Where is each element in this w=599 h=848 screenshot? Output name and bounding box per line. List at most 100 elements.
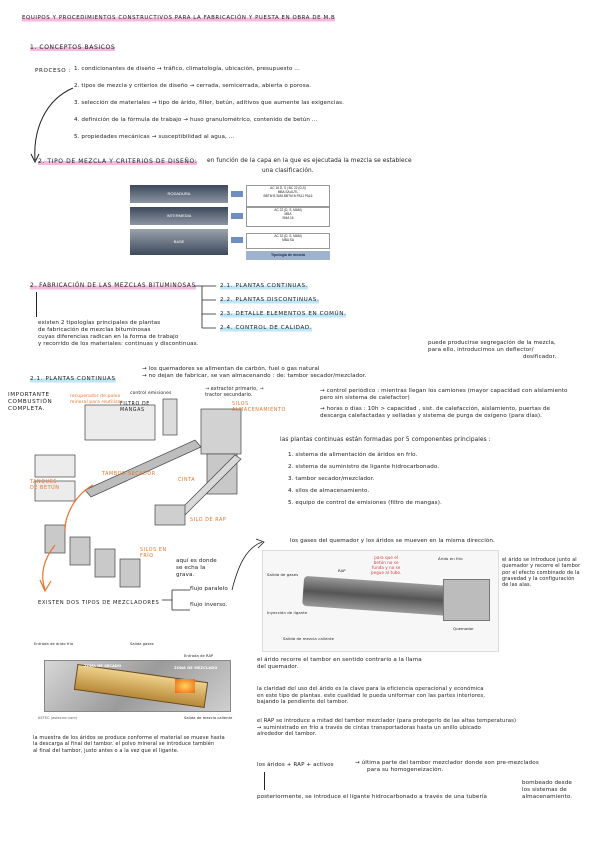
section-3-intro: existen 2 tipologías principales de plan…: [38, 320, 199, 348]
mix-box-base: AC 32 (D, S, MAM) MBA SA: [246, 233, 330, 249]
parallel-flow-arrow: [231, 538, 265, 591]
process-arrow: [30, 87, 74, 164]
orange-arrow-icon: [39, 579, 52, 593]
caption-line: la descarga al final del tambor. el polv…: [33, 741, 215, 748]
drum-body: [302, 575, 454, 617]
note-line: bajando la pendiente del tambor.: [257, 699, 349, 706]
label-silo-rap: silo de RAP: [190, 518, 227, 523]
note-line: en este tipo de plantas. este cualidad l…: [257, 692, 485, 699]
parallel-flow-drum-figure: Salida de gases RAP Árido en frío Inyecc…: [262, 550, 499, 652]
label-salida-mezcla: Salida de mezcla caliente: [283, 636, 335, 641]
mix-box-intermedia: AC 22 (D, S, MAM) MBA SMA 16: [246, 207, 330, 227]
red-note-line: pegue al tubo.: [371, 570, 402, 575]
note-line: bombeado desde: [522, 780, 572, 786]
caption-line: al final del tambor, justo antes o a la …: [33, 747, 179, 754]
storage-silos: [200, 408, 242, 455]
mix-box-rodadura: AC 16 D, S | BC 22 (D,S) MBA SA AUTL BBT…: [246, 185, 330, 207]
section-2-text: una clasificación.: [262, 168, 314, 174]
drum-top-note: los gases del quemador y los áridos se m…: [290, 538, 495, 544]
segregation-line: puede producirse segregación de la mezcl…: [428, 340, 556, 346]
label-cinta: cinta: [178, 478, 196, 483]
segregation-line: para ello, introducimos un deflector/: [428, 346, 534, 353]
arrow-icon: [231, 237, 243, 243]
plantas-note: → los quemadores se alimentan de carbón,…: [142, 366, 320, 372]
mix-box-line: AC 32 (D, S, MAM): [274, 234, 302, 238]
section-1-heading: 1. Conceptos basicos: [30, 44, 116, 52]
bitumen-tanks: [34, 454, 76, 478]
plantas-continuas-heading: 2.1. plantas continuas: [30, 376, 116, 383]
plantas-note: → no dejan de fabricar, se van almacenan…: [142, 372, 367, 379]
photo-caption: la muestra de los áridos se produce conf…: [33, 735, 225, 754]
brace-arrows: [194, 285, 216, 329]
right-note-line: gravedad y la configuración: [502, 575, 575, 582]
note-p5: posteriormente, se introduce el ligante …: [257, 794, 488, 800]
drum-photo: [44, 660, 231, 712]
note-line: los sistemas de: [522, 786, 567, 793]
process-step: 4. definición de la fórmula de trabajo →…: [74, 116, 318, 123]
label-tanques: tanques de betún: [30, 480, 60, 491]
arrow-icon: [231, 191, 243, 197]
label-salida-gases: Salida de gases: [267, 572, 299, 577]
flame-icon: [175, 679, 195, 693]
segregation-note: puede producirse segregación de la mezcl…: [428, 340, 556, 361]
label-control-emisiones: control emisiones: [130, 391, 172, 396]
control-note: pero sin sistema de calefactor): [320, 394, 410, 401]
label-zona-mezclado: ZONA DE MEZCLADO: [174, 666, 218, 670]
section-3-heading: 2. fabricación de las mezclas bituminosa…: [30, 283, 196, 291]
right-note-line: quemador y recorre el tambor: [502, 563, 581, 570]
flujo-paralelo: flujo paralelo: [190, 586, 228, 592]
intro-line: de fabricación de mezclas bituminosas: [38, 326, 151, 333]
mix-box-line: BBTM B SMA BBTM B PA11 PA16: [263, 194, 313, 199]
mezcladores-label: existen dos tipos de mezcladores: [38, 600, 160, 606]
label-extractor: → extractor primario, → tractor secundar…: [205, 387, 264, 398]
note-p5-side: bombeado desde los sistemas de almacenam…: [522, 780, 572, 801]
note-line: alrededor del tambor.: [257, 731, 317, 738]
mix-box-line: MBA SA AUTL: [277, 190, 299, 195]
control-note: → horas o días : 10h > capacidad , sist.…: [320, 405, 551, 412]
down-line: [264, 772, 265, 790]
components-intro: las plantas continuas están formadas por…: [280, 437, 491, 443]
process-steps: 1. condicionantes de diseño → tráfico, c…: [74, 66, 344, 151]
red-note-line: para que el: [374, 555, 399, 560]
segregation-line: dosificador.: [523, 353, 557, 360]
rap-silo: [154, 504, 186, 526]
mix-box-line: AC 22 (D, S, MAM): [274, 208, 302, 212]
subsection-2-3: 2.3. detalle elementos en común.: [220, 311, 347, 318]
caption-line: la muestra de los áridos se produce conf…: [33, 735, 225, 741]
note-line: → suministrado en frío a través de cinta…: [257, 724, 482, 731]
down-line: [36, 292, 37, 317]
component-item: 3. tambor secador/mezclador.: [288, 475, 375, 482]
section-2-heading: 2. Tipo de mezcla y criterios de diseño:: [38, 158, 198, 166]
mixer-brace: [162, 589, 190, 611]
cold-bins: [44, 524, 66, 554]
label-quemador: Quemador: [453, 626, 474, 631]
note-p3: el RAP se introduce a mitad del tambor m…: [257, 718, 516, 738]
control-note: descarga calefactadas y selladas y siste…: [320, 412, 543, 419]
flujo-inverso: flujo inverso.: [190, 602, 228, 608]
subsection-2-1: 2.1. plantas continuas.: [220, 283, 309, 290]
label-entrada-arido: Entrada de árido frío: [34, 642, 74, 646]
control-notes: → control periódico : mientras llegan lo…: [320, 388, 568, 420]
label-arido-frio: Árido en frío: [438, 556, 463, 561]
mix-box-line: AC 16 D, S | BC 22 (D,S): [270, 186, 306, 190]
silos-note-line: se echa la: [176, 564, 206, 571]
label-filtro-mangas: filtro de mangas: [120, 402, 150, 413]
label-tambor: tambor secador: [102, 472, 156, 477]
mix-box-line: SMA 16: [282, 216, 294, 221]
layer-intermedia: INTERMEDIA: [130, 207, 228, 225]
process-step: 2. tipos de mezcla y criterios de diseño…: [74, 82, 312, 89]
silos-note: aquí es donde se echa la grava.: [176, 558, 217, 579]
label-salida-mezcla-photo: Salida de mezcla caliente: [184, 716, 233, 720]
component-item: 2. sistema de suministro de ligante hidr…: [288, 463, 440, 470]
drum-dryer: [84, 439, 202, 498]
note-line: para su homogeneización.: [367, 766, 444, 773]
section-2-text: en función de la capa en la que es ejecu…: [207, 158, 412, 164]
label-entrada-rap: Entrada de RAP: [184, 654, 214, 658]
layer-rodadura: RODADURA: [130, 185, 228, 203]
process-step: 3. selección de materiales → tipo de ári…: [74, 99, 344, 106]
importante-note: importante combustión completa.: [8, 392, 52, 413]
layer-base: BASE: [130, 229, 228, 255]
label-rap: RAP: [338, 568, 346, 573]
red-note: para que el betún no se funda y no se pe…: [371, 555, 401, 575]
red-note-line: funda y no se: [371, 565, 401, 570]
